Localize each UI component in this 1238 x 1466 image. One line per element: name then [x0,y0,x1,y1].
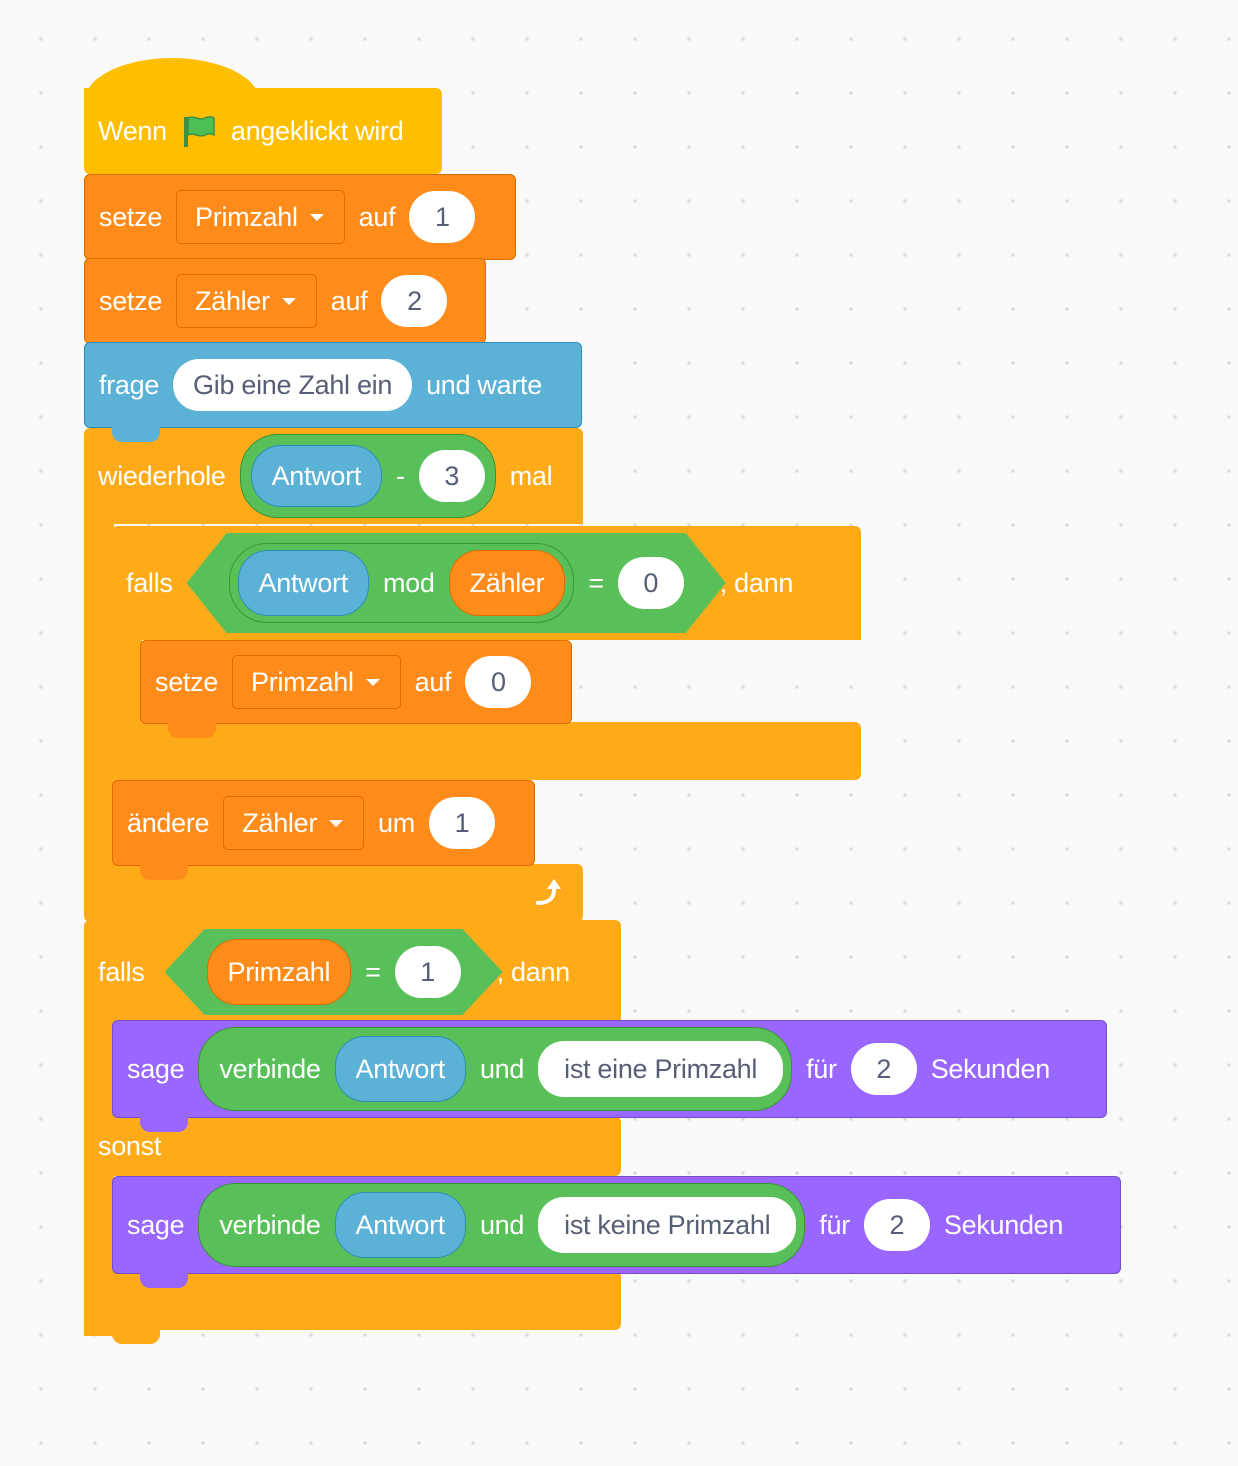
if-mod-value-input[interactable]: 0 [618,557,684,609]
counter-variable-dropdown[interactable]: Zähler [176,274,317,328]
join-operator[interactable]: verbinde Antwort und ist keine Primzahl [198,1183,806,1267]
dropdown-value: Zähler [195,285,270,316]
and-wait-label: und warte [426,369,542,400]
if-prime-label: falls [98,956,145,987]
dropdown-value: Zähler [242,807,318,838]
repeat-operand-input[interactable]: 3 [418,450,485,502]
answer-reporter[interactable]: Antwort [334,1192,466,1258]
change-label: ändere [127,807,210,838]
say-not-prime-notch [140,1272,188,1288]
dropdown-caret-icon [281,297,296,305]
say-label: sage [127,1053,185,1084]
say-prime-block[interactable]: sage verbinde Antwort und ist eine Primz… [112,1020,1107,1118]
and-label: und [479,1209,525,1240]
set-prime-zero-value-input[interactable]: 0 [465,656,532,708]
say-not-prime-block[interactable]: sage verbinde Antwort und ist keine Prim… [112,1176,1121,1274]
set-label: setze [99,285,163,316]
set-counter-block[interactable]: setze Zähler auf 2 [84,258,486,344]
change-counter-notch [140,864,188,880]
and-label: und [479,1053,525,1084]
dropdown-value: Primzahl [195,201,298,232]
seconds-input[interactable]: 2 [850,1043,917,1095]
mod-label: mod [382,567,435,598]
if-prime-then: , dann [496,956,571,987]
for-label: für [819,1209,850,1240]
prime-reporter[interactable]: Primzahl [207,939,352,1005]
to-label: auf [358,201,396,232]
question-input[interactable]: Gib eine Zahl ein [173,359,413,411]
join-operator[interactable]: verbinde Antwort und ist eine Primzahl [198,1027,793,1111]
repeat-suffix: mal [509,460,553,491]
clicked-label: angeklickt wird [230,115,404,146]
to-label: auf [414,666,452,697]
prime-equals-operator[interactable]: Primzahl = 1 [165,929,503,1015]
dropdown-value: Primzahl [251,666,354,697]
green-flag-icon [183,116,215,147]
dropdown-caret-icon [309,213,324,221]
equals-operator[interactable]: Antwort mod Zähler = 0 [187,533,726,633]
dropdown-caret-icon [329,819,344,827]
when-label: Wenn [98,115,167,146]
by-label: um [378,807,415,838]
to-label: auf [330,285,368,316]
repeat-arm [84,520,114,870]
repeat-label: wiederhole [98,460,226,491]
ask-label: frage [99,369,160,400]
set-label: setze [155,666,219,697]
subtract-symbol: - [396,460,405,491]
equals-symbol: = [588,567,604,598]
if-prime-value-input[interactable]: 1 [395,946,461,998]
loop-arrow-icon [536,879,561,905]
set-prime-zero-block[interactable]: setze Primzahl auf 0 [140,640,572,724]
join-text-input[interactable]: ist eine Primzahl [538,1041,784,1097]
say-prime-notch [140,1116,188,1132]
repeat-block[interactable]: wiederhole Antwort - 3 mal [84,428,583,524]
answer-reporter[interactable]: Antwort [334,1036,466,1102]
answer-reporter[interactable]: Antwort [238,550,369,616]
if-mod-label: falls [126,567,173,598]
prime-equals-symbol: = [365,956,381,987]
subtract-operator[interactable]: Antwort - 3 [239,434,496,518]
join-label: verbinde [219,1209,321,1240]
when-flag-clicked-block[interactable]: Wenn angeklickt wird [84,88,442,174]
say-label: sage [127,1209,185,1240]
if-mod-then: , dann [719,567,794,598]
join-text-input[interactable]: ist keine Primzahl [538,1197,797,1253]
set-counter-value-input[interactable]: 2 [381,275,448,327]
counter-variable-dropdown[interactable]: Zähler [223,796,365,850]
mod-operator[interactable]: Antwort mod Zähler [229,543,575,623]
counter-reporter[interactable]: Zähler [449,550,566,616]
ask-notch [112,426,160,442]
set-prime-block[interactable]: setze Primzahl auf 1 [84,174,516,260]
if-mod-bottom [112,722,861,780]
answer-reporter[interactable]: Antwort [250,445,383,507]
seconds-label: Sekunden [930,1053,1051,1084]
seconds-label: Sekunden [943,1209,1064,1240]
prime-variable-dropdown[interactable]: Primzahl [232,655,401,709]
change-counter-value-input[interactable]: 1 [428,797,495,849]
if-mod-block[interactable]: falls Antwort mod Zähler = 0 , dann [112,526,861,640]
ask-and-wait-block[interactable]: frage Gib eine Zahl ein und warte [84,342,582,428]
seconds-input[interactable]: 2 [863,1199,930,1251]
else-label: sonst [98,1131,162,1161]
set-prime-zero-notch [168,722,216,738]
script-bottom-notch [112,1328,160,1344]
if-prime-block[interactable]: falls Primzahl = 1 , dann [84,920,621,1024]
set-label: setze [99,201,163,232]
prime-variable-dropdown[interactable]: Primzahl [176,190,345,244]
change-counter-block[interactable]: ändere Zähler um 1 [112,780,535,866]
set-prime-value-input[interactable]: 1 [409,191,476,243]
join-label: verbinde [219,1053,321,1084]
for-label: für [806,1053,837,1084]
dropdown-caret-icon [365,678,380,686]
